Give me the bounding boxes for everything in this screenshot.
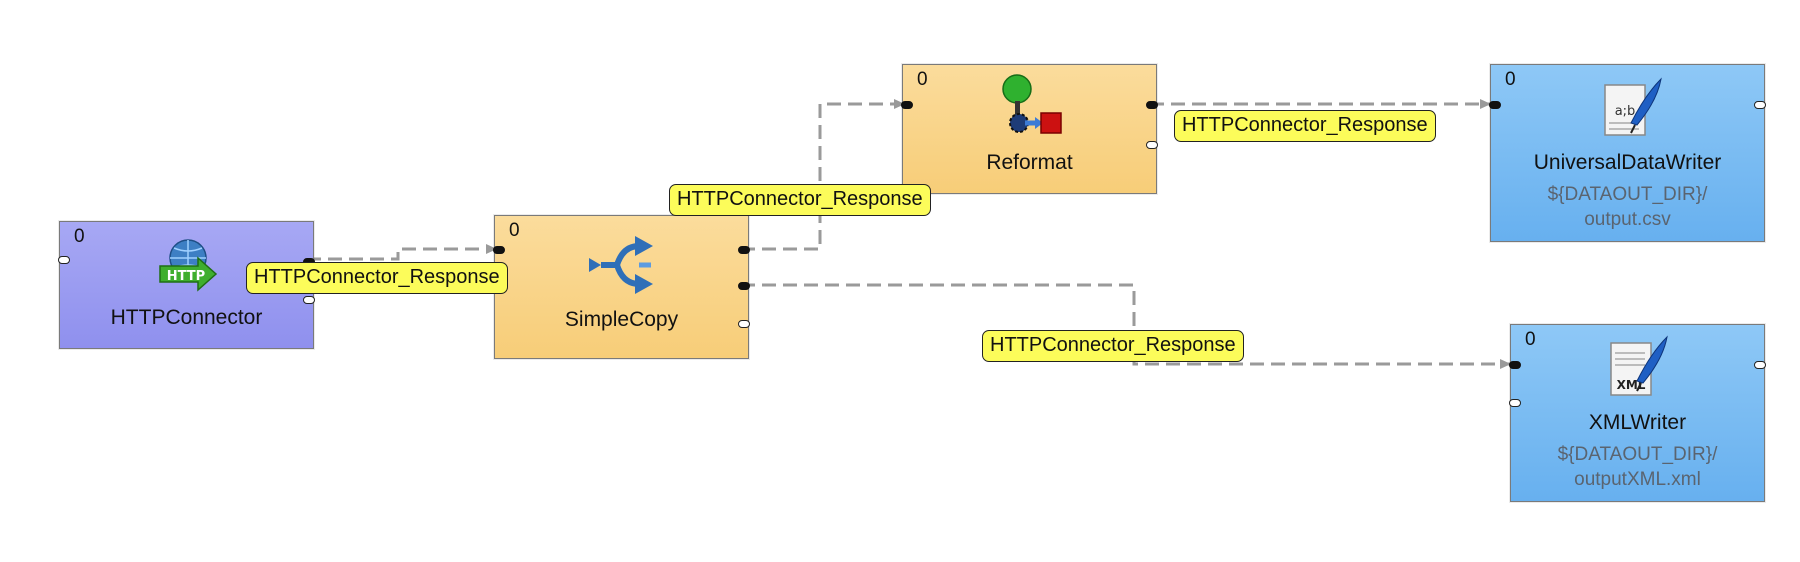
node-title: UniversalDataWriter: [1533, 151, 1722, 174]
svg-text:HTTP: HTTP: [167, 269, 205, 284]
output-port[interactable]: [738, 282, 750, 290]
output-port[interactable]: [303, 296, 315, 304]
input-port[interactable]: [1509, 361, 1521, 369]
edge-http-to-copy[interactable]: [307, 244, 497, 261]
phase-label: 0: [1505, 69, 1516, 90]
edge-label-copy-to-reformat[interactable]: HTTPConnector_Response: [669, 184, 931, 216]
node-file-path: ${DATAOUT_DIR}/: [1557, 444, 1718, 465]
http-icon: HTTP: [159, 239, 218, 292]
node-simple-copy[interactable]: 0 SimpleCopy: [493, 215, 750, 359]
input-port[interactable]: [1489, 101, 1501, 109]
output-port[interactable]: [738, 320, 750, 328]
svg-text:a;b: a;b: [1615, 104, 1636, 119]
node-title: SimpleCopy: [564, 308, 679, 331]
node-http-connector[interactable]: 0 HTTP HTTPConnector: [58, 221, 315, 349]
output-port[interactable]: [1754, 101, 1766, 109]
split-arrows-icon: [589, 236, 653, 294]
edge-label-reformat-to-writer[interactable]: HTTPConnector_Response: [1174, 110, 1436, 142]
input-port[interactable]: [901, 101, 913, 109]
phase-label: 0: [917, 69, 928, 90]
edge-label-copy-to-xml[interactable]: HTTPConnector_Response: [982, 330, 1244, 362]
node-title: HTTPConnector: [110, 306, 263, 329]
phase-label: 0: [74, 226, 85, 247]
phase-label: 0: [1525, 329, 1536, 350]
input-port[interactable]: [493, 246, 505, 254]
csv-writer-icon: a;b: [1604, 77, 1662, 136]
node-universal-data-writer[interactable]: 0 a;b UniversalDataWriter ${DATAOUT_DIR}…: [1489, 64, 1766, 242]
node-title: Reformat: [986, 151, 1073, 174]
input-port[interactable]: [58, 256, 70, 264]
output-port[interactable]: [738, 246, 750, 254]
node-reformat[interactable]: 0 Reformat: [901, 64, 1158, 194]
node-file-name: outputXML.xml: [1574, 469, 1701, 490]
edge-label-http-to-copy[interactable]: HTTPConnector_Response: [246, 262, 508, 294]
reformat-icon: [1002, 74, 1062, 134]
output-port[interactable]: [1146, 141, 1158, 149]
node-file-name: output.csv: [1584, 209, 1671, 230]
node-title: XMLWriter: [1588, 411, 1687, 434]
edge-copy-to-xml[interactable]: [741, 283, 1511, 369]
input-port[interactable]: [1509, 399, 1521, 407]
edge-copy-to-reformat[interactable]: [741, 99, 905, 251]
output-port[interactable]: [1146, 101, 1158, 109]
node-xml-writer[interactable]: 0 XML XMLWriter ${DATAOUT_DIR}/ outputXM…: [1509, 324, 1766, 502]
xml-writer-icon: XML: [1610, 335, 1668, 396]
output-port[interactable]: [1754, 361, 1766, 369]
phase-label: 0: [509, 220, 520, 241]
node-file-path: ${DATAOUT_DIR}/: [1547, 184, 1708, 205]
